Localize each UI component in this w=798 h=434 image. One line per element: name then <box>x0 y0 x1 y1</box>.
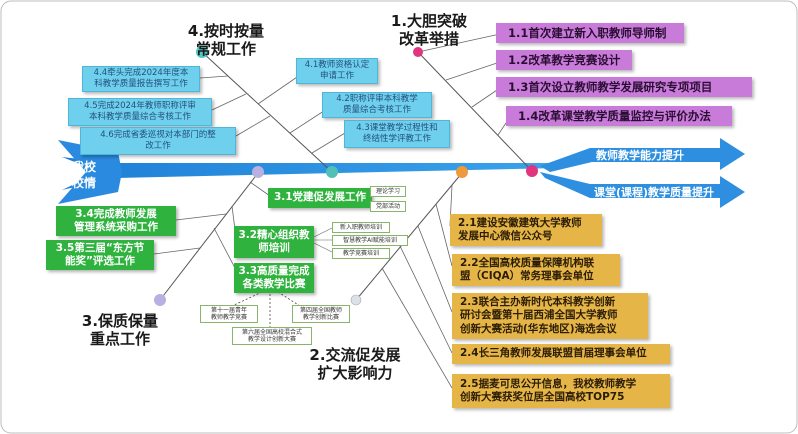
sub31-item-1: 理论学习 <box>370 186 406 197</box>
branch4-item-4: 4.4牵头完成2024年度本 科教学质量报告撰写工作 <box>82 66 200 92</box>
fish-head <box>58 140 122 204</box>
head-label: 我校 校情 <box>71 160 96 190</box>
branch4-item-6: 4.6完成省委巡视对本部门的整 改工作 <box>80 127 236 155</box>
branch3-item-4: 3.4完成教师发展 管理系统采购工作 <box>56 206 176 236</box>
branch3-end-dot <box>154 294 166 306</box>
branch1-item-1: 1.1首次建立新入职教师导师制 <box>496 23 684 43</box>
branch4-item-2: 4.2职称评审本科教学 质量综合考核工作 <box>322 92 432 118</box>
branch3-title: 3.保质保量 重点工作 <box>81 312 159 348</box>
bottom-arrow <box>540 172 745 208</box>
sub33-item-3: 第六届全国高校混合式 教学设计创新大赛 <box>232 327 312 345</box>
branch3-item-5: 3.5第三届“东方节 能奖”评选工作 <box>46 240 154 270</box>
branch4-end-dot <box>196 46 208 58</box>
branch4-bone <box>201 51 333 173</box>
branch4-joint-dot <box>326 166 338 178</box>
branch1-item-4: 1.4改革课堂教学质量监控与评价办法 <box>506 106 732 126</box>
branch2-end-dot <box>350 294 362 306</box>
top-arrow <box>540 138 745 172</box>
branch1-bone <box>417 51 533 172</box>
branch1-item-3: 1.3首次设立教师教学发展研究专项项目 <box>496 77 752 97</box>
branch2-item-4: 2.4长三角教师发展联盟首届理事会单位 <box>452 344 670 364</box>
branch2-bone <box>355 172 463 301</box>
branch1-item-2: 1.2改革教学竞赛设计 <box>496 50 632 70</box>
bottom-arrow-label: 课堂(课程)教学质量提升 <box>594 186 715 199</box>
branch4-title: 4.按时按量 常规工作 <box>187 22 265 58</box>
sub32-item-1: 新入职教师培训 <box>332 222 390 233</box>
branch2-item-3: 2.3联合主办新时代本科教学创新 研讨会暨第十届西浦全国大学教师 创新大赛活动(… <box>452 293 648 339</box>
branch1-end-dot <box>413 47 423 57</box>
branch4-item-1: 4.1教师资格认定 申请工作 <box>296 58 378 84</box>
sub33-item-2: 第四届全国教师 教学创新比赛 <box>292 305 350 323</box>
branch3-item-2: 3.2精心组织教 师培训 <box>234 226 314 258</box>
branch2-item-1: 2.1建设安徽建筑大学教师 发展中心微信公众号 <box>450 214 602 246</box>
branch4-item-5: 4.5完成2024年教师职称评审 本科教学质量综合考核工作 <box>68 98 212 126</box>
branch2-item-2: 2.2全国高校质量保障机构联 盟（CIQA）常务理事会单位 <box>452 254 620 286</box>
top-arrow-label: 教师教学能力提升 <box>596 149 684 162</box>
branch1-joint-dot <box>526 165 538 177</box>
branch2-title: 2.交流促发展 扩大影响力 <box>309 346 401 382</box>
main-spine-arrow <box>62 157 560 190</box>
branch3-item-1: 3.1党建促发展工作 <box>268 188 372 208</box>
branch4-item-3: 4.3课堂教学过程性和 终结性学评教工作 <box>344 120 450 148</box>
branch3-joint-dot <box>252 166 264 178</box>
branch1-title: 1.大胆突破 改革举措 <box>390 12 468 48</box>
branch2-item-5: 2.5据麦可思公开信息，我校教师教学 创新大赛获奖位居全国高校TOP75 <box>452 374 670 408</box>
branch3-item-3: 3.3高质量完成 各类教学比赛 <box>234 263 314 293</box>
sub32-item-3: 教学竞赛培训 <box>332 248 390 259</box>
sub33-item-1: 第十一届青年 教师教学竞赛 <box>200 305 258 323</box>
branch2-joint-dot <box>456 166 468 178</box>
sub32-item-2: 智慧教学AI赋能培训 <box>332 235 408 246</box>
sub31-item-2: 党部活动 <box>370 201 406 212</box>
branch3-bone <box>159 172 259 301</box>
